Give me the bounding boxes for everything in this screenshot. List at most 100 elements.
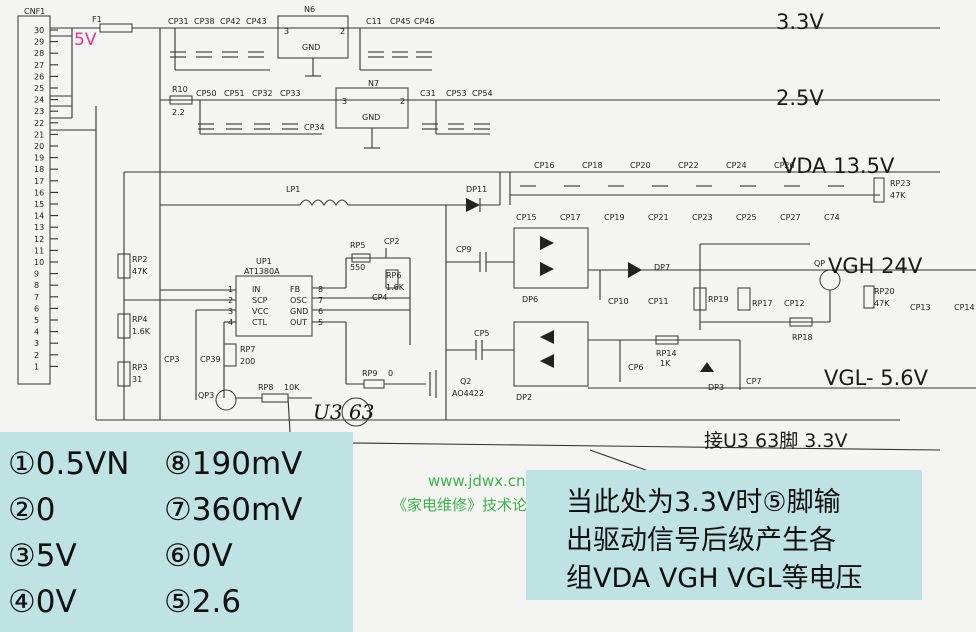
connector-pin-3: 3 [34,339,39,348]
cap-cp34: CP34 [304,123,325,132]
connector-pin-27: 27 [34,61,44,70]
cap-cp45: CP45 [390,17,411,26]
connector-pins: 3029282726252423222120191817161514131211… [34,26,58,371]
resistor-rp7 [223,343,237,367]
pin-voltage-8: ⑧190mV [164,446,303,482]
zener-dp7 [628,262,642,278]
watermark-forum: 《家电维修》技术论坛 [392,496,543,514]
resistor-rp8 [261,393,289,403]
cap-cp27: CP27 [780,213,801,222]
cp9-label: CP9 [456,245,472,254]
rail-vda-label: VDA 13.5V [782,154,895,178]
cap-cp23: CP23 [692,213,713,222]
cp2-label: CP2 [384,237,400,246]
connector-pin-9: 9 [34,270,39,279]
cp3-label: CP3 [164,355,180,364]
connector-pin-1: 1 [34,362,39,371]
cap-cp31: CP31 [168,17,189,26]
cap-cp24: CP24 [726,161,747,170]
rail-vgh-label: VGH 24V [828,254,923,278]
pin-voltage-panel: ①0.5VN ②0 ③5V ④0V ⑧190mV ⑦360mV ⑥0V ⑤2.6 [0,432,353,632]
cp12-label: CP12 [784,299,805,308]
rp14-label: RP14 [656,349,677,358]
cap-cp53: CP53 [446,89,467,98]
connector-pin-10: 10 [34,258,44,267]
cap-cp50: CP50 [196,89,217,98]
connector-cnf1 [17,15,51,385]
resistor-rp9 [363,379,385,389]
ic-right-pin: OUT [290,318,307,327]
diode-pair-dp2 [513,321,589,387]
cap-cp38: CP38 [194,17,215,26]
pin-voltage-2: ②0 [8,492,56,528]
cap-cp51: CP51 [224,89,245,98]
annotation-note-panel: 当此处为3.3V时⑤脚输 出驱动信号后级产生各 组VDA VGH VGL等电压 [526,470,922,600]
connector-pin-5: 5 [34,316,39,325]
connector-pin-24: 24 [34,96,44,105]
u3-circle [341,397,371,427]
note-line-3: 组VDA VGH VGL等电压 [566,563,863,594]
cap-cp21: CP21 [648,213,669,222]
rp7-value: 200 [240,357,255,366]
connector-pin-25: 25 [34,84,44,93]
reg2-gnd: GND [362,113,380,122]
rp2-label: RP2 [132,255,147,264]
watermark-url: www.jdwx.cn [428,472,526,490]
ic-right-pin: FB [290,285,300,294]
cap-cp43: CP43 [246,17,267,26]
rp17-label: RP17 [752,299,773,308]
transistor-qp3 [215,389,237,411]
resistor-rp19 [693,287,707,311]
resistor-rp23 [873,177,885,203]
ic-left-pin-number: 3 [228,307,233,316]
reg1-pin2: 2 [340,27,345,36]
connector-pin-21: 21 [34,130,44,139]
cp5-label: CP5 [474,329,490,338]
ic-name: UP1 [256,257,272,266]
rp18-label: RP18 [792,333,813,342]
rp23-value: 47K [890,191,906,200]
rail-2v5-label: 2.5V [776,86,824,110]
rp20-value: 47K [874,299,890,308]
ic-up1 [235,275,313,337]
connector-pin-22: 22 [34,119,44,128]
ic-left-pin: VCC [252,307,269,316]
note-line-2: 出驱动信号后级产生各 [566,525,836,556]
cap-cp19: CP19 [604,213,625,222]
q2-part: AO4422 [452,389,484,398]
connector-pin-6: 6 [34,304,39,313]
connector-pin-7: 7 [34,293,39,302]
connector-pin-11: 11 [34,246,44,255]
connector-pin-30: 30 [34,26,44,35]
rp8-label: RP8 [258,383,273,392]
ic-right-pin-number: 8 [318,285,323,294]
connector-pin-17: 17 [34,177,44,186]
cap-cp18: CP18 [582,161,603,170]
reg1-pin3: 3 [284,27,289,36]
cp10-label: CP10 [608,297,629,306]
rail-u3-label: 接U3 63脚 3.3V [704,430,848,452]
connector-pin-15: 15 [34,200,44,209]
connector-pin-2: 2 [34,351,39,360]
u3-tag: U3 63 [313,400,375,424]
pin-voltage-7: ⑦360mV [164,492,303,528]
connector-pin-16: 16 [34,188,44,197]
cap-cp15: CP15 [516,213,537,222]
fuse-label: F1 [92,15,102,24]
pin-voltage-6: ⑥0V [164,538,233,574]
caps-row-3v3 [174,28,432,71]
rp23-label: RP23 [890,179,911,188]
regulator-n7 [335,87,409,129]
rp7-label: RP7 [240,345,255,354]
rp20-label: RP20 [874,287,895,296]
pin-voltage-4: ④0V [8,584,77,620]
cp13-label: CP13 [910,303,931,312]
ic-left-pin: IN [252,285,260,294]
inductor-lp1 [299,199,349,206]
ic-part: AT1380A [244,267,280,276]
connector-pin-20: 20 [34,142,44,151]
rp9-label: RP9 [362,369,377,378]
cap-cp17: CP17 [560,213,581,222]
